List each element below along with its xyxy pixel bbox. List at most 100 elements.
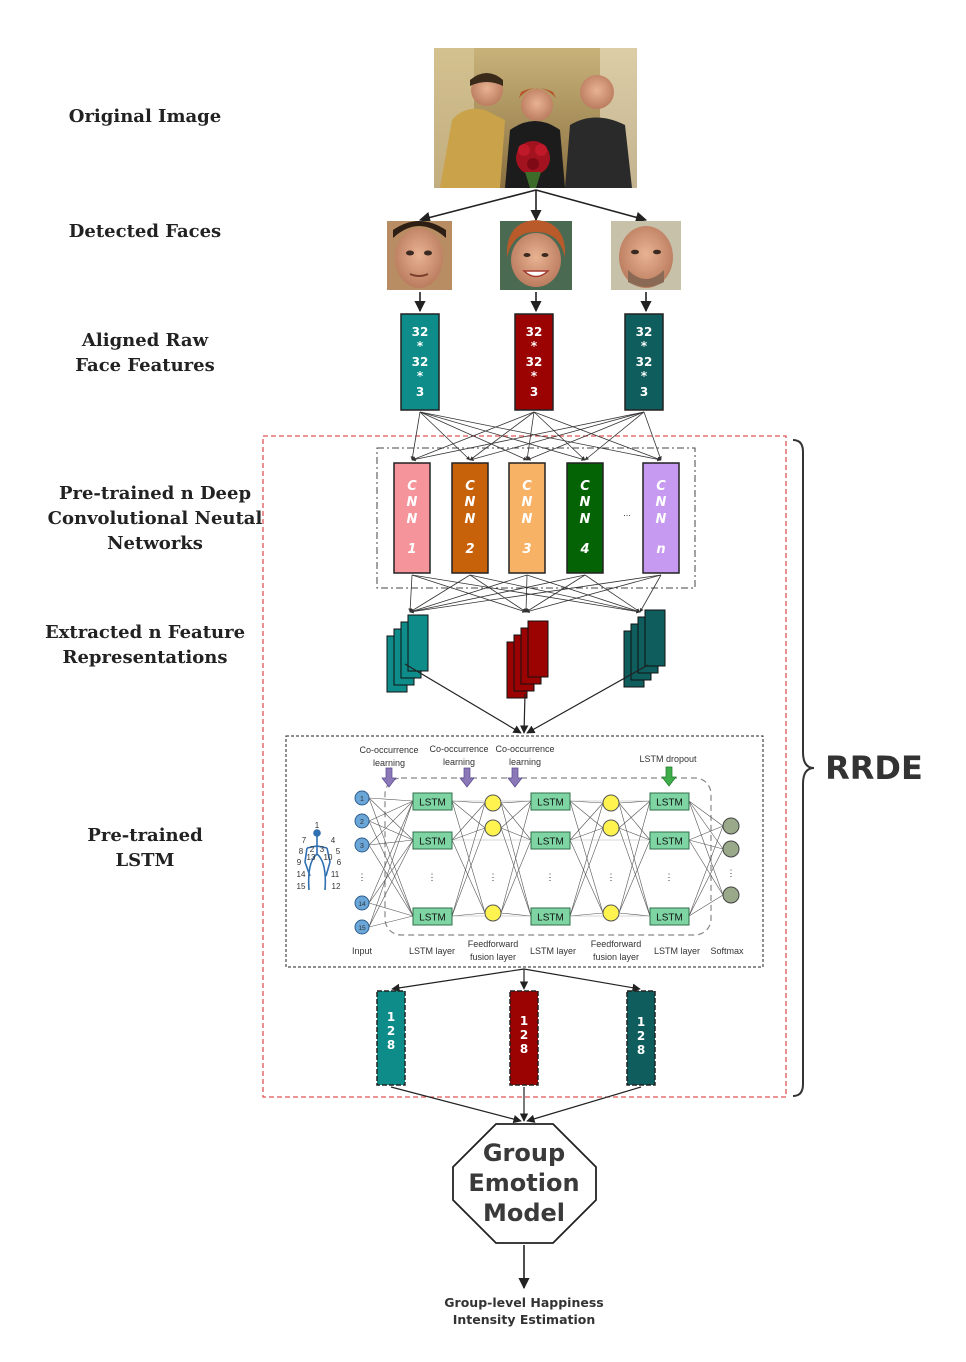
svg-text:N: N [522,495,533,510]
svg-text:N: N [580,495,591,510]
svg-text:8: 8 [520,1042,528,1056]
input-node-3: 3 [354,837,370,853]
svg-text:N: N [465,512,476,527]
svg-text:9: 9 [297,858,302,867]
svg-text:15: 15 [297,882,306,891]
aligned-face-features: 32 * 32 * 3 32 * 32 * 3 32 * 32 * 3 [400,313,664,411]
svg-text:3: 3 [522,542,531,557]
svg-text:1: 1 [387,1010,395,1024]
svg-text:1: 1 [520,1014,528,1028]
svg-text:LSTM: LSTM [656,913,683,924]
svg-text:C: C [407,479,417,494]
ff-layer-1: ⋮ [484,794,502,922]
svg-text:13: 13 [307,853,316,862]
svg-text:3: 3 [320,845,325,854]
svg-text:3: 3 [360,843,364,850]
svg-text:n: n [656,542,665,557]
svg-text:⋮: ⋮ [428,872,437,882]
aligned-to-cnn-connections [410,411,662,462]
svg-text:*: * [417,339,424,353]
svg-text:Model: Model [483,1199,565,1227]
svg-text:learning: learning [509,757,541,767]
svg-text:3: 3 [416,385,424,399]
lstm-layer-2: LSTM LSTM ⋮ LSTM [530,792,571,926]
label-lstm-3: LSTM layer [654,946,700,956]
lstm-connections [368,797,724,928]
group-emotion-model: Group Emotion Model [452,1123,597,1244]
input-node-15: 15 [354,919,370,935]
svg-text:Co-occurrence: Co-occurrence [429,744,488,754]
detected-face-3 [611,221,681,290]
svg-text:learning: learning [373,758,405,768]
svg-text:⋮: ⋮ [607,872,616,882]
svg-text:*: * [641,339,648,353]
input-node-14: 14 [354,895,370,911]
cnn-networks: C N N 1 C N N 2 C N N 3 C N N 4 ... [393,462,680,574]
svg-text:LSTM: LSTM [419,798,446,809]
output-label-line2: Intensity Estimation [453,1312,596,1327]
original-photo [434,48,637,188]
label-lstm-2: LSTM layer [530,946,576,956]
svg-text:learning: learning [443,757,475,767]
svg-text:N: N [656,512,667,527]
stage-label-detected-faces: Detected Faces [68,221,222,242]
cnn-box-n: C N N n [642,462,680,574]
label-ff-1a: Feedforward [468,939,519,949]
stage-label-lstm: Pre-trained LSTM [87,825,203,871]
lstm-layer-3: LSTM LSTM ⋮ LSTM [649,792,690,926]
cnn-box-1: C N N 1 [393,462,431,574]
svg-text:Co-occurrence: Co-occurrence [495,744,554,754]
aligned-box-1: 32 * 32 * 3 [400,313,440,411]
svg-text:*: * [641,369,648,383]
cnn-frame [376,447,696,589]
svg-text:32: 32 [412,325,429,339]
label-softmax: Softmax [710,946,744,956]
cnn-ellipsis: ... [623,508,631,518]
svg-text:2: 2 [360,819,364,826]
svg-text:10: 10 [324,853,333,862]
svg-text:6: 6 [337,858,342,867]
output-box-2: 1 2 8 [509,990,539,1086]
cnn-box-2: C N N 2 [451,462,489,574]
output-box-3: 1 2 8 [626,990,656,1086]
input-node-2: 2 [354,813,370,829]
svg-text:2: 2 [637,1029,645,1043]
svg-text:4: 4 [579,542,589,557]
lstm-output-vectors: 1 2 8 1 2 8 1 2 8 [376,990,656,1086]
svg-text:14: 14 [358,901,366,908]
svg-text:LSTM dropout: LSTM dropout [639,754,697,764]
stage-label-features: Extracted n Feature Representations [44,622,246,668]
skeleton-figure [304,829,331,891]
svg-text:11: 11 [331,870,340,879]
output-label-line1: Group-level Happiness [444,1295,603,1310]
svg-text:Emotion: Emotion [468,1169,579,1197]
label-ff-1b: fusion layer [470,952,516,962]
skeleton-numbers: 1 7 4 8 5 9 13 10 6 14 11 15 12 2 3 [297,821,342,891]
svg-text:⋮: ⋮ [489,872,498,882]
svg-text:4: 4 [331,836,336,845]
svg-text:32: 32 [526,355,543,369]
dropout-arrow [661,766,677,787]
svg-text:⋮: ⋮ [546,872,555,882]
svg-text:8: 8 [387,1038,395,1052]
svg-text:N: N [656,495,667,510]
svg-text:Group: Group [483,1139,565,1167]
softmax-layer: ⋮ [722,817,740,904]
label-ff-2b: fusion layer [593,952,639,962]
aligned-box-3: 32 * 32 * 3 [624,313,664,411]
svg-text:2: 2 [387,1024,395,1038]
detected-face-2 [500,220,572,290]
svg-text:C: C [580,479,590,494]
svg-text:2: 2 [465,542,474,557]
co-occurrence-arrow-3 [507,767,523,788]
svg-text:1: 1 [360,796,364,803]
svg-text:LSTM: LSTM [537,837,564,848]
svg-text:15: 15 [358,925,366,932]
feature-stack-1 [386,614,429,693]
svg-text:1: 1 [407,542,416,557]
svg-text:3: 3 [640,385,648,399]
svg-text:N: N [580,512,591,527]
svg-text:⋮: ⋮ [665,872,674,882]
svg-text:N: N [465,495,476,510]
svg-text:N: N [407,512,418,527]
